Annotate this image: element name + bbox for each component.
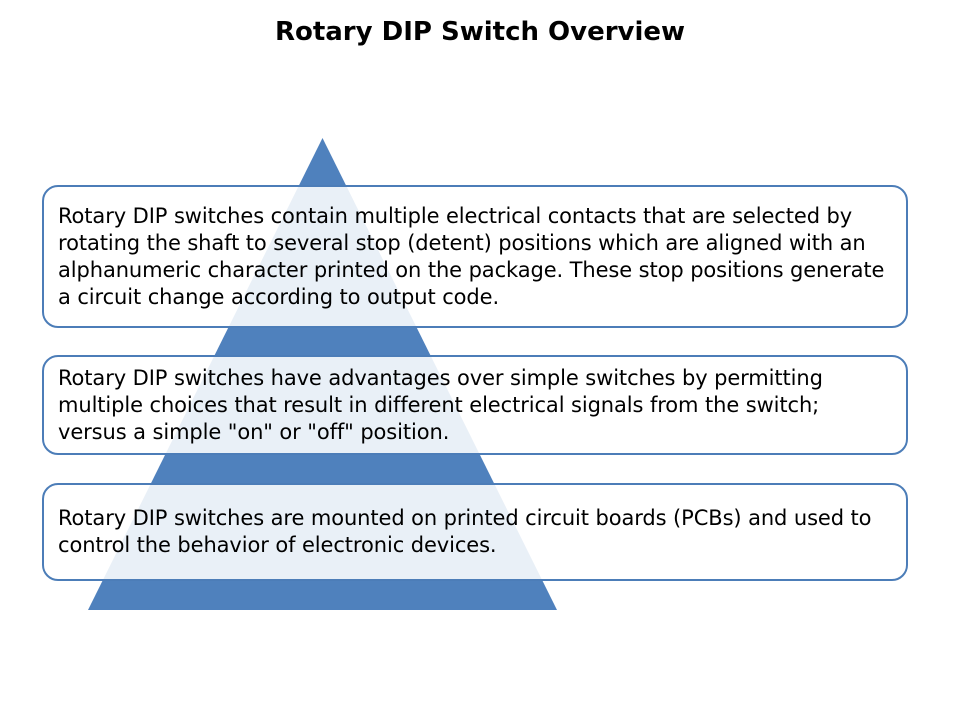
- box-text: Rotary DIP switches contain multiple ele…: [58, 203, 885, 309]
- slide-title: Rotary DIP Switch Overview: [274, 17, 686, 47]
- text-box-advantages: Rotary DIP switches have advantages over…: [42, 355, 908, 455]
- text-box-contacts: Rotary DIP switches contain multiple ele…: [42, 185, 908, 328]
- box-text: Rotary DIP switches are mounted on print…: [58, 506, 872, 557]
- text-box-mounting: Rotary DIP switches are mounted on print…: [42, 483, 908, 581]
- box-text: Rotary DIP switches have advantages over…: [58, 365, 823, 444]
